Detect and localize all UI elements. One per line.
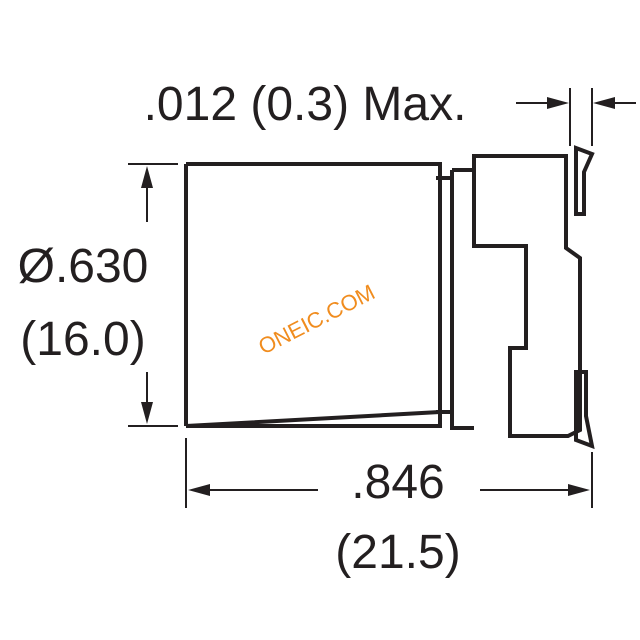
component-outline — [184, 145, 595, 450]
base-plate — [450, 168, 474, 430]
length-dimension-line — [185, 438, 593, 508]
length-metric-label: (21.5) — [335, 526, 460, 579]
can-body — [185, 162, 442, 428]
upper-terminal — [574, 145, 595, 216]
lower-terminal — [574, 370, 595, 450]
watermark-text: ONEIC.COM — [254, 279, 379, 359]
diameter-imperial-label: Ø.630 — [18, 240, 149, 293]
length-imperial-label: .846 — [351, 456, 444, 509]
diameter-metric-label: (16.0) — [20, 313, 145, 366]
diameter-dimension-line — [128, 163, 178, 427]
arrow-left-icon — [593, 97, 615, 109]
arrow-down-icon — [141, 402, 153, 424]
arrow-right-icon — [547, 97, 569, 109]
terminal-max-dimension-label: .012 (0.3) Max. — [144, 78, 467, 131]
arrow-right-icon — [568, 484, 590, 496]
seal-ring — [436, 176, 452, 414]
terminal-max-dimension-line — [516, 88, 636, 146]
arrow-left-icon — [188, 484, 210, 496]
base-profile — [472, 154, 582, 438]
arrow-up-icon — [141, 166, 153, 188]
